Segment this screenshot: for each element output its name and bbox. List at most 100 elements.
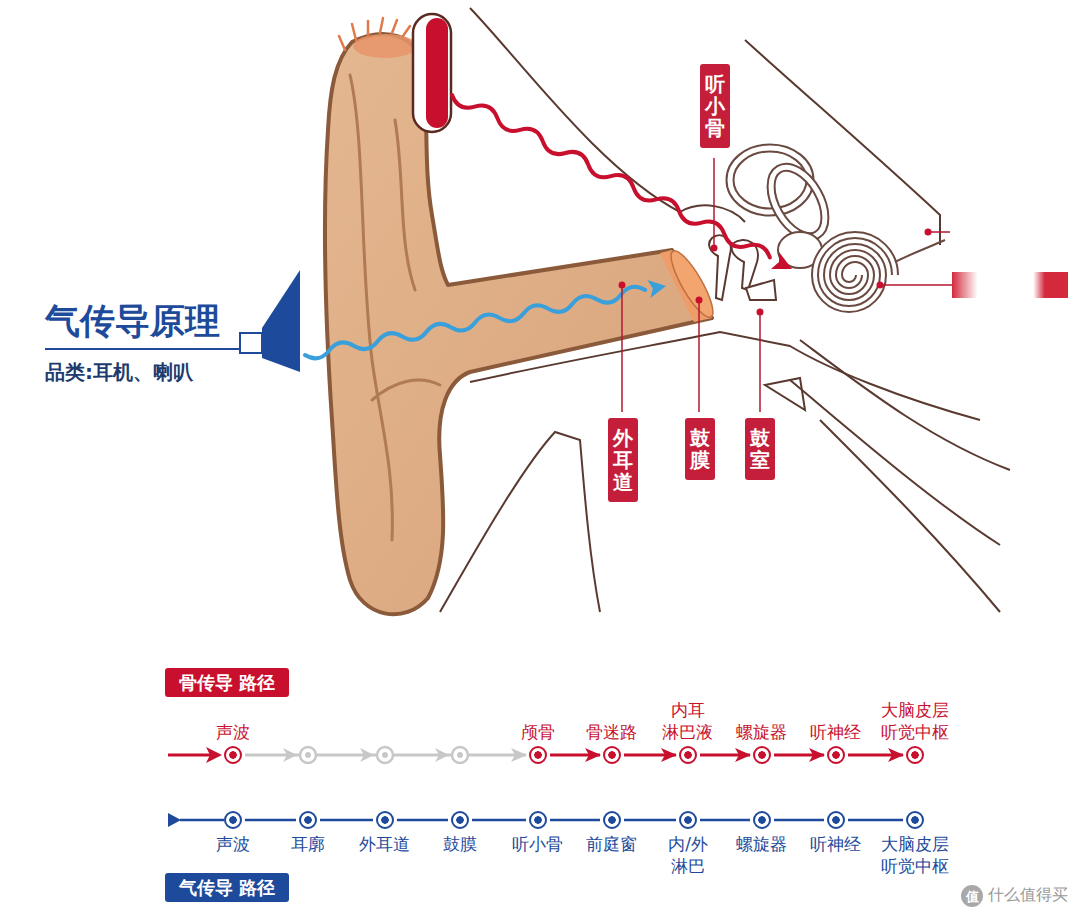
watermark-text: 什么值得买 — [988, 885, 1068, 904]
air-wave — [305, 287, 645, 359]
step-node: 骨迷路 — [603, 746, 621, 764]
step-node: 耳廓 — [299, 811, 317, 829]
skipped-step — [305, 752, 311, 758]
part-label: 鼓膜 — [685, 418, 715, 480]
step-node: 大脑皮层 听觉中枢 — [906, 811, 924, 829]
step-node: 大脑皮层 听觉中枢 — [906, 746, 924, 764]
part-name: 鼓室 — [750, 427, 770, 471]
flow-arrow — [848, 754, 903, 757]
auricle-fold — [372, 380, 440, 400]
leader-line — [698, 302, 700, 412]
step-node: 螺旋器 — [753, 811, 771, 829]
step-label: 大脑皮层 听觉中枢 — [880, 699, 951, 743]
bone-conduction-device — [426, 18, 448, 128]
part-name: 外耳道 — [613, 427, 633, 493]
flow-arrow — [624, 754, 676, 757]
skipped-step-head — [283, 748, 297, 762]
step-label: 骨迷路 — [585, 721, 639, 743]
step-node: 听小骨 — [529, 811, 547, 829]
leader-dot — [757, 309, 764, 316]
step-node: 颅骨 — [529, 746, 547, 764]
flow-arrow — [624, 819, 676, 822]
flow-arrow — [774, 819, 824, 822]
part-label: 外耳道 — [608, 418, 638, 502]
part-name: 听小骨 — [705, 73, 725, 139]
category-note: 品类:耳机、喇叭 — [45, 360, 193, 384]
step-label: 听小骨 — [511, 833, 565, 855]
flow-arrow — [472, 819, 526, 822]
step-node: 听神经 — [827, 746, 845, 764]
flow-arrow — [397, 819, 448, 822]
auricle-fold — [350, 75, 392, 540]
bone-conduction-device — [413, 14, 451, 132]
hair-patch — [353, 34, 417, 58]
step-label: 鼓膜 — [442, 833, 479, 855]
neck-outline — [820, 420, 1000, 612]
heading-rule — [45, 348, 241, 350]
auricle — [325, 34, 712, 614]
flow-arrow — [550, 819, 600, 822]
auditory-nerve — [895, 240, 945, 262]
eustachian-tube — [800, 340, 1010, 470]
flow-arrow — [700, 754, 750, 757]
part-name: 鼓膜 — [690, 427, 710, 471]
step-label: 声波 — [215, 833, 252, 855]
skull-outline — [680, 205, 745, 222]
step-node: 声波 — [224, 811, 242, 829]
skipped-step — [457, 752, 463, 758]
leader-line — [713, 158, 715, 246]
lead-in-head — [206, 747, 222, 763]
lead-in-line — [168, 754, 212, 757]
step-node: 鼓膜 — [451, 811, 469, 829]
skipped-step-head — [435, 748, 449, 762]
leader-dot — [925, 229, 932, 236]
skull-outline — [470, 8, 680, 212]
leader-line — [759, 314, 761, 412]
step-label: 颅骨 — [520, 721, 557, 743]
flow-arrow — [700, 819, 750, 822]
skipped-step-head — [360, 748, 374, 762]
lead-in-head — [168, 813, 181, 827]
leader-dot — [619, 282, 626, 289]
path-tag: 骨传导 路径 — [165, 668, 289, 697]
leader-line — [880, 284, 952, 286]
eustachian-tube — [790, 380, 1000, 545]
cochlea — [815, 235, 895, 309]
skipped-step — [452, 747, 468, 763]
step-label: 螺旋器 — [735, 833, 789, 855]
step-label: 螺旋器 — [735, 721, 789, 743]
step-node: 外耳道 — [376, 811, 394, 829]
skipped-step — [300, 747, 316, 763]
path-title: 骨传导 路径 — [179, 671, 275, 694]
skull-outline — [765, 378, 805, 410]
step-label: 内耳 淋巴液 — [661, 699, 715, 743]
speaker-cone — [262, 270, 300, 372]
leader-dot — [696, 297, 703, 304]
eardrum — [664, 246, 719, 322]
bone-wave-head — [771, 252, 792, 269]
lead-in-line — [180, 819, 224, 822]
part-label: 听小骨 — [700, 64, 730, 148]
step-node: 内耳 淋巴液 — [679, 746, 697, 764]
step-label: 内/外 淋巴 — [661, 833, 715, 877]
flow-arrow — [245, 819, 296, 822]
step-node: 前庭窗 — [603, 811, 621, 829]
skipped-step — [377, 747, 393, 763]
leader-line — [621, 287, 623, 412]
watermark-logo-text: 值 — [966, 890, 979, 903]
leader-dot — [711, 245, 718, 252]
step-label: 听神经 — [809, 833, 863, 855]
step-node: 听神经 — [827, 811, 845, 829]
step-label: 前庭窗 — [585, 833, 639, 855]
step-node: 声波 — [224, 746, 242, 764]
watermark-logo — [961, 885, 983, 907]
speaker-driver — [240, 333, 262, 353]
step-label: 外耳道 — [358, 833, 412, 855]
path-title: 气传导 路径 — [179, 876, 275, 899]
cropped-label-bar — [952, 272, 1068, 298]
cochlea — [815, 235, 895, 309]
step-label: 声波 — [215, 721, 252, 743]
heading-label: 气传导原理 — [45, 300, 220, 342]
flow-arrow — [550, 754, 600, 757]
flow-arrow — [848, 819, 903, 822]
